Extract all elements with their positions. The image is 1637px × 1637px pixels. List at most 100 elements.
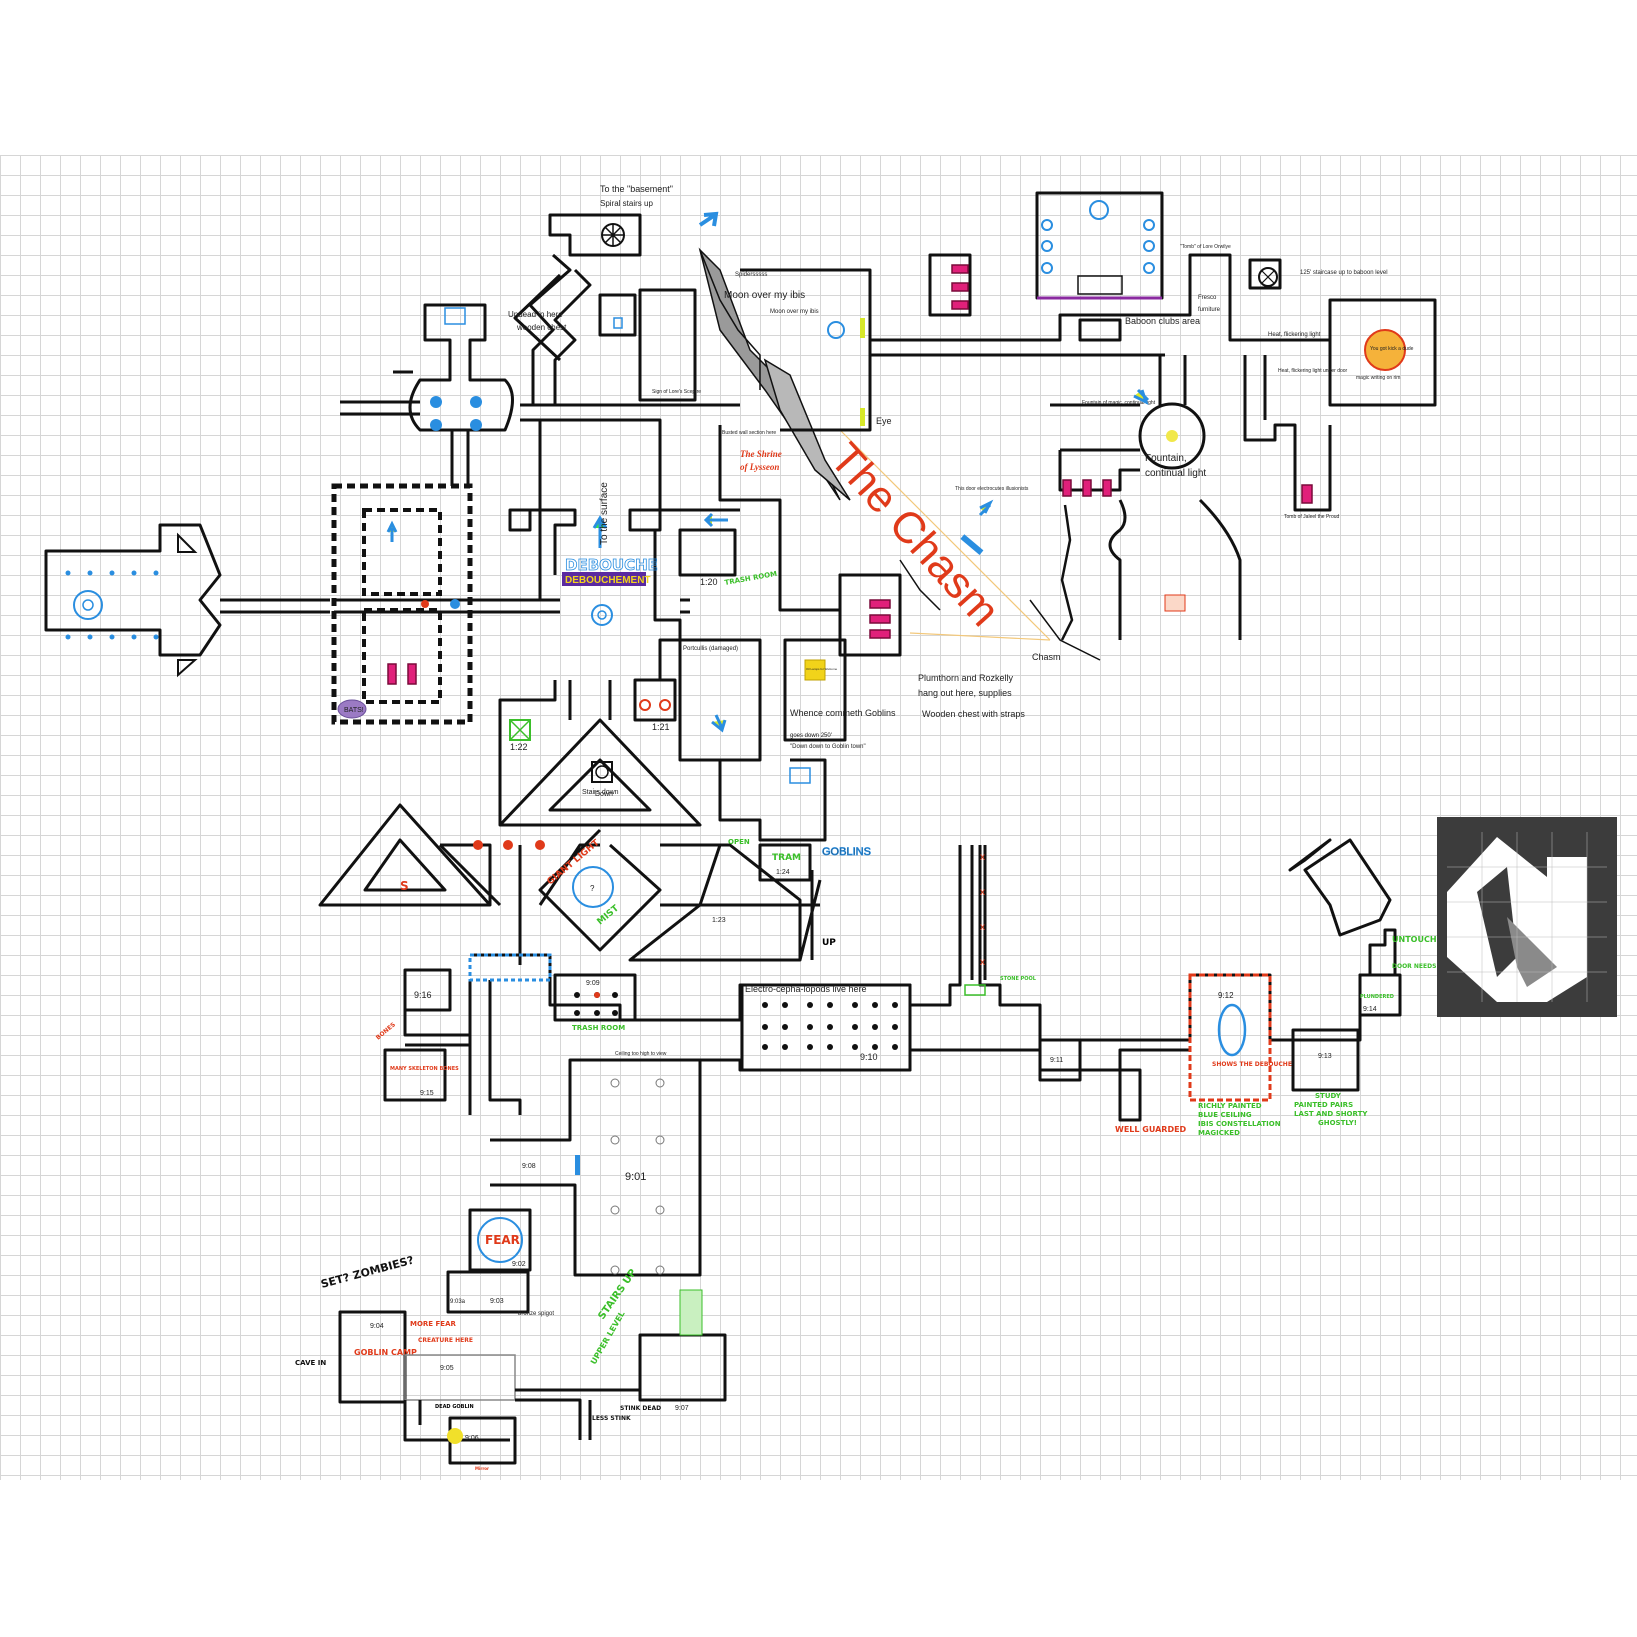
- debouche-hand-label: DEBOUCHE: [565, 556, 658, 574]
- south-corridor: 9:09 TRASH ROOM Electro-cepha-lopods liv…: [468, 838, 1452, 1137]
- trash-room2-label: TRASH ROOM: [572, 1024, 625, 1032]
- study-3: LAST AND SHORTY: [1294, 1110, 1368, 1118]
- x-mark: x: [980, 957, 985, 968]
- yellow-note: Oil Lamps for Welcome: [806, 667, 837, 671]
- fountain-label-1: Fountain,: [1145, 453, 1187, 464]
- stink-dead-label: STINK DEAD: [620, 1405, 661, 1412]
- west-temple: [44, 523, 330, 678]
- room-1-24: 1:24: [776, 869, 790, 876]
- room-9-03a: 9:03a: [450, 1299, 466, 1305]
- well-guarded-label: WELL GUARDED: [1115, 1125, 1187, 1134]
- dead-goblin-label: DEAD GOBLIN: [435, 1404, 474, 1410]
- wooden-chest-straps-label: Wooden chest with straps: [922, 709, 1025, 719]
- moon-ibis-small-label: Moon over my ibis: [770, 309, 819, 315]
- bones-label: BONES: [375, 1021, 397, 1041]
- furniture-label: furniture: [1198, 307, 1221, 313]
- fountain-magic-label: Fountain of magic, continual light: [1082, 400, 1156, 406]
- map-grid: [0, 155, 1637, 1480]
- eye-label: Eye: [876, 416, 892, 426]
- central-complex: To the "basement" Spiral stairs up Undea…: [498, 184, 778, 827]
- magic-writing-label: magic writing on rim: [1356, 375, 1400, 381]
- study-4: GHOSTLY!: [1318, 1119, 1357, 1127]
- room-1-23: 1:23: [712, 917, 726, 924]
- study-1: STUDY: [1315, 1092, 1342, 1100]
- to-surface-label: To the surface: [599, 482, 610, 545]
- tomb-orwilye-label: "Tomb" of Lore Orwilye: [1180, 244, 1231, 250]
- room-9-01: 9:01: [625, 1171, 646, 1183]
- busted-wall-label: Busted wall section here: [722, 430, 776, 436]
- room-9-05: 9:05: [440, 1365, 454, 1372]
- ne-tombs: "Tomb" of Lore Orwilye Baboon clubs area…: [870, 191, 1437, 641]
- chasm-small-label: Chasm: [1032, 652, 1061, 662]
- x-mark: x: [980, 852, 985, 863]
- fresco-label: Fresco: [1198, 295, 1217, 301]
- up-label: UP: [822, 938, 836, 948]
- plundered-label: PLUNDERED: [1360, 994, 1394, 1000]
- trash-room-label: TRASH ROOM: [724, 570, 778, 587]
- untouched-label: UNTOUCHED: [1392, 935, 1449, 944]
- room-9-09: 9:09: [586, 980, 600, 987]
- room-9-10: 9:10: [860, 1052, 878, 1062]
- room-9-12: 9:12: [1218, 991, 1234, 1000]
- s-mark: S: [400, 879, 409, 893]
- room-9-15: 9:15: [420, 1090, 434, 1097]
- tomb-jaleel-label: Tomb of Jaleel the Proud: [1284, 514, 1340, 520]
- room-9-07: 9:07: [675, 1405, 689, 1412]
- fear-label: FEAR: [485, 1233, 520, 1247]
- fortress: BATS!: [331, 483, 540, 725]
- bats-label: BATS!: [344, 707, 364, 714]
- south-gates: S ? GIANT LIGHT MIST 1:23 TRAM 1:24 OPEN…: [318, 803, 871, 965]
- stairs-down-label: Stairs down: [582, 789, 619, 796]
- room-9-04: 9:04: [370, 1323, 384, 1330]
- goes-down-label: goes down 250': [790, 733, 832, 739]
- room-1-22: 1:22: [510, 742, 528, 752]
- down-label: Down: [595, 791, 613, 798]
- creature-here-label: CREATURE HERE: [418, 1337, 473, 1344]
- room-1-21: 1:21: [652, 722, 670, 732]
- plumthorn-label-2: hang out here, supplies: [918, 688, 1012, 698]
- fountain-label-2: continual light: [1145, 468, 1206, 479]
- sign-text: Sign of Lore's Sceptre: [652, 389, 701, 395]
- moon-shrine: Moon over my ibis Eye Busted wall sectio…: [718, 268, 1025, 842]
- spidersss-label: Spidersssss: [735, 272, 767, 278]
- down-goblin-label: "Down down to Goblin town": [790, 744, 866, 750]
- undead-label: Undead in here: [508, 310, 563, 319]
- cave-in-label: CAVE IN: [295, 1359, 326, 1367]
- tram-label: TRAM: [772, 853, 801, 863]
- bronze-spigot-label: bronze spigot: [518, 1311, 554, 1317]
- room-9-13: 9:13: [1318, 1053, 1332, 1060]
- goblin-camp-label: GOBLIN CAMP: [354, 1348, 417, 1357]
- stone-pillar-label: STONE POOL: [1000, 976, 1037, 982]
- wooden-chest-label: wooden chest: [516, 323, 567, 332]
- room-9-14: 9:14: [1363, 1006, 1377, 1013]
- pillar-hall: [340, 303, 514, 486]
- shrine-line2: of Lysseon: [740, 462, 779, 472]
- study-2: PAINTED PAIRS: [1294, 1101, 1353, 1109]
- more-fear-label: MORE FEAR: [410, 1320, 457, 1328]
- moon-ibis-label: Moon over my ibis: [724, 290, 805, 301]
- room-9-16: 9:16: [414, 990, 432, 1000]
- x-mark: x: [980, 922, 985, 933]
- plumthorn-label-1: Plumthorn and Rozkelly: [918, 673, 1014, 683]
- you-got-label: You got kick a dude: [1370, 346, 1414, 352]
- heat-flicker-label: Heat, flickering light: [1268, 332, 1321, 338]
- portcullis-label: Portcullis (damaged): [683, 646, 738, 652]
- southwest-rooms: 9:16 9:15 MANY SKELETON BONES BONES 9:08…: [295, 968, 727, 1471]
- spiral-stairs-label: Spiral stairs up: [600, 199, 653, 208]
- chasm-big-label: The Chasm: [821, 434, 1010, 636]
- basement-label: To the "basement": [600, 184, 673, 194]
- x-mark: x: [980, 887, 985, 898]
- whence-goblins-label: Whence commeth Goblins: [790, 708, 896, 718]
- less-stink-label: LESS STINK: [592, 1415, 631, 1422]
- room-9-11: 9:11: [1050, 1057, 1063, 1064]
- room-1-20: 1:20: [700, 577, 718, 587]
- baboon-clubs-label: Baboon clubs area: [1125, 316, 1200, 326]
- open-label: OPEN: [728, 838, 750, 846]
- many-skeleton-label: MANY SKELETON BONES: [390, 1066, 459, 1072]
- ceiling-label: Ceiling too high to view: [615, 1051, 667, 1057]
- staircase-baboon-label: 125' staircase up to baboon level: [1300, 270, 1388, 276]
- richly-2: BLUE CEILING: [1198, 1111, 1252, 1119]
- minimap: [1437, 817, 1617, 1017]
- shows-debouche-label: SHOWS THE DEBOUCHE: [1212, 1061, 1292, 1068]
- shrine-line1: The Shrine: [740, 449, 782, 459]
